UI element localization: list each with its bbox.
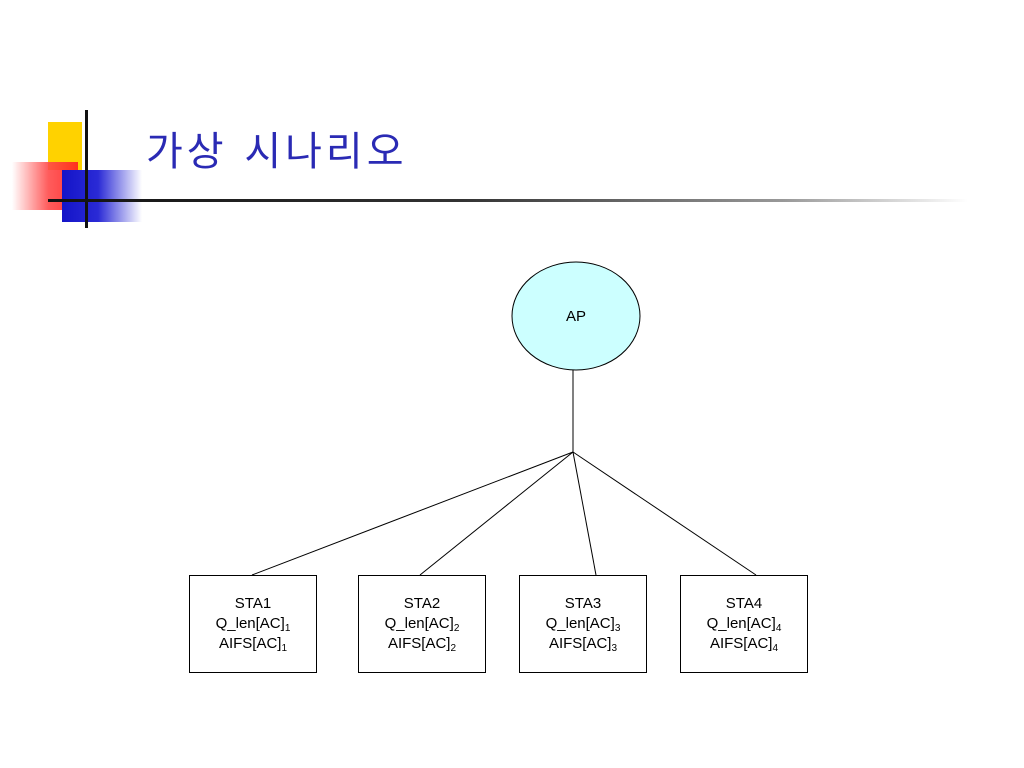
title-underline-rule [48, 199, 968, 202]
station-qlen: Q_len[AC]1 [215, 615, 291, 634]
slide-title: 가상 시나리오 [146, 129, 408, 175]
station-box-4: STA4 Q_len[AC]4 AIFS[AC]4 [680, 575, 808, 673]
station-name: STA2 [403, 595, 441, 612]
station-aifs: AIFS[AC]4 [709, 635, 779, 654]
ap-node [511, 261, 641, 371]
station-box-3: STA3 Q_len[AC]3 AIFS[AC]3 [519, 575, 647, 673]
link-sta2 [419, 451, 574, 576]
vertical-rule [85, 110, 88, 228]
link-sta1 [251, 451, 574, 576]
station-aifs: AIFS[AC]2 [387, 635, 457, 654]
station-qlen: Q_len[AC]4 [706, 615, 782, 634]
station-box-1: STA1 Q_len[AC]1 AIFS[AC]1 [189, 575, 317, 673]
link-sta4 [572, 451, 757, 576]
link-sta3 [572, 451, 597, 576]
station-qlen: Q_len[AC]2 [384, 615, 460, 634]
station-aifs: AIFS[AC]3 [548, 635, 618, 654]
station-aifs: AIFS[AC]1 [218, 635, 288, 654]
station-name: STA1 [234, 595, 272, 612]
station-name: STA3 [564, 595, 602, 612]
station-box-2: STA2 Q_len[AC]2 AIFS[AC]2 [358, 575, 486, 673]
ap-label: AP [565, 308, 586, 325]
blue-gradient-ornament [62, 170, 142, 222]
station-qlen: Q_len[AC]3 [545, 615, 621, 634]
station-name: STA4 [725, 595, 763, 612]
